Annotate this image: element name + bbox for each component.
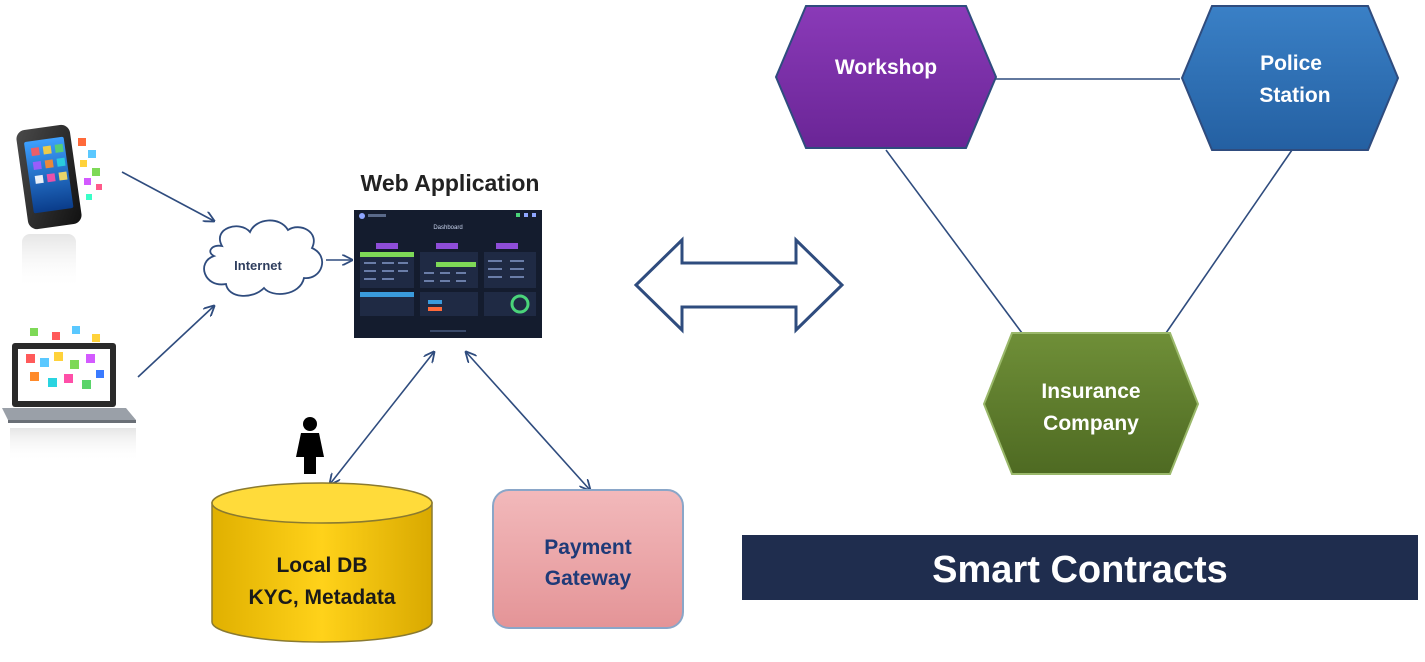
smartphone-icon	[16, 124, 102, 290]
payment-gateway-sublabel: Gateway	[545, 567, 632, 590]
user-icon	[296, 417, 324, 474]
insurance-company-sublabel: Company	[1043, 412, 1139, 435]
workshop-insurance-link	[885, 149, 1023, 334]
police-station-sublabel: Station	[1259, 84, 1330, 107]
insurance-company-label: Insurance	[1041, 380, 1140, 403]
workshop-node	[774, 5, 998, 149]
local-db-label: Local DB	[276, 554, 367, 577]
app-payment-arrow	[466, 352, 590, 490]
laptop-to-internet-arrow	[137, 306, 214, 378]
cloud-icon	[203, 219, 324, 297]
payment-gateway-box	[492, 489, 684, 629]
smart-contracts-label: Smart Contracts	[932, 549, 1228, 591]
double-arrow-icon	[633, 236, 845, 334]
smart-contracts-banner	[742, 535, 1418, 600]
database-icon	[211, 482, 433, 643]
web-app-title: Web Application	[361, 170, 540, 196]
internet-label: Internet	[234, 258, 282, 273]
police-insurance-link	[1165, 149, 1293, 334]
police-station-node	[1180, 5, 1400, 151]
police-station-label: Police	[1260, 52, 1322, 75]
laptop-icon	[2, 326, 136, 462]
phone-to-internet-arrow	[121, 171, 214, 221]
payment-gateway-label: Payment	[544, 536, 632, 559]
dashboard-title: Dashboard	[433, 225, 462, 231]
workshop-label: Workshop	[835, 56, 937, 79]
app-db-arrow	[330, 352, 434, 484]
local-db-sublabel: KYC, Metadata	[248, 586, 395, 609]
dashboard-thumbnail: Dashboard	[354, 210, 542, 338]
insurance-company-node	[982, 332, 1200, 475]
